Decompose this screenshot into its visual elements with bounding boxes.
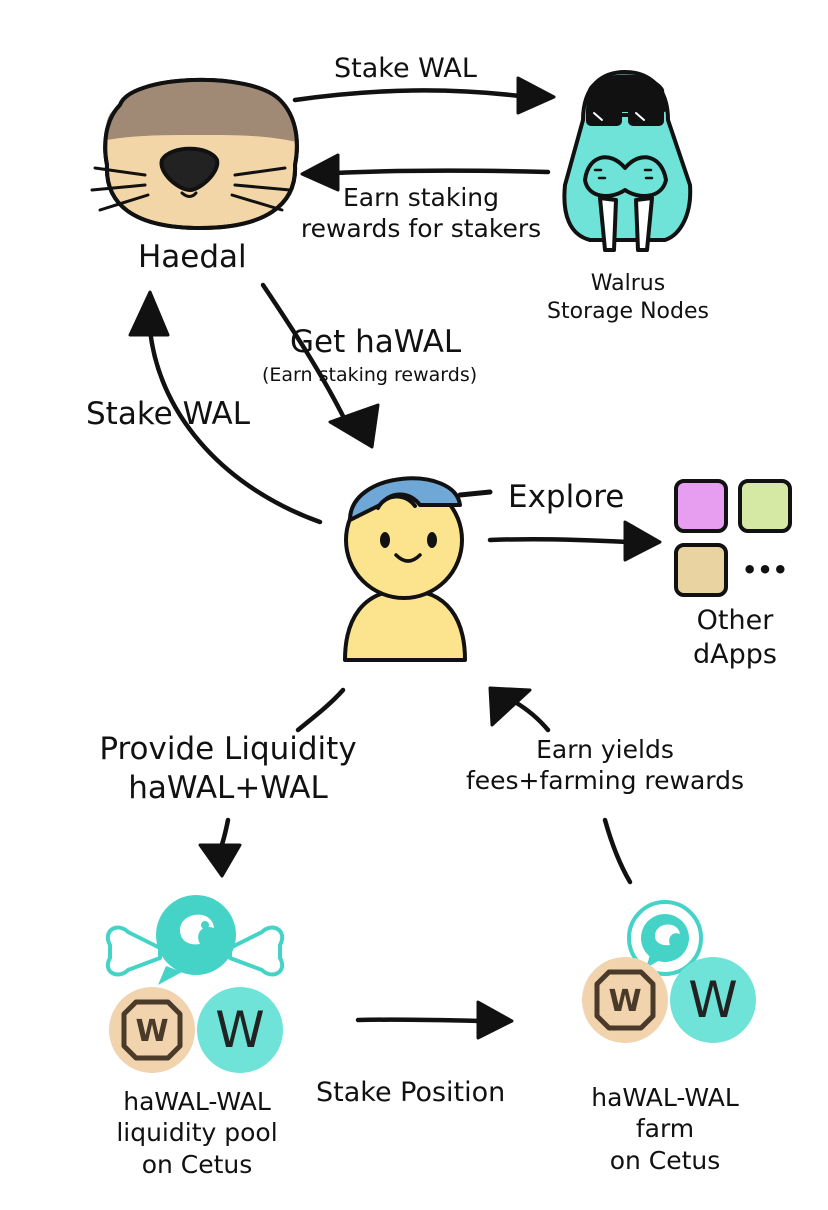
farm-label: haWAL-WAL farm on Cetus	[570, 1082, 760, 1176]
walrus-icon	[562, 70, 693, 252]
explore-label: Explore	[508, 479, 625, 515]
app-tiles-icon	[674, 479, 792, 597]
otter-icon	[90, 77, 299, 230]
earn-staking-line2: rewards for stakers	[300, 214, 542, 244]
stake-wal-top-label: Stake WAL	[334, 53, 477, 84]
arrow-haedal-to-walrus	[292, 88, 523, 103]
provide-line2: haWAL+WAL	[128, 769, 328, 806]
user-cap-icon	[343, 476, 493, 662]
more-dots: •••	[742, 556, 788, 584]
pool-label: haWAL-WAL liquidity pool on Cetus	[92, 1086, 302, 1180]
earn-yields-label: Earn yields fees+farming rewards	[440, 734, 770, 797]
arrowhead-to-pool	[198, 843, 242, 878]
farm-line1: haWAL-WAL	[591, 1083, 739, 1112]
pool-line3: on Cetus	[141, 1149, 253, 1179]
earn-staking-label: Earn staking rewards for stakers	[296, 182, 546, 245]
walrus-label: Walrus Storage Nodes	[528, 270, 728, 325]
walrus-line2: Storage Nodes	[547, 298, 709, 324]
arrow-user-to-haedal	[147, 327, 323, 525]
arrow-walrus-to-haedal	[332, 168, 551, 176]
arrow-farm-to-user-2	[512, 699, 551, 733]
earn-staking-line1: Earn staking	[342, 183, 500, 212]
provide-liquidity-label: Provide Liquidity haWAL+WAL	[78, 730, 378, 808]
pool-line1: haWAL-WAL	[123, 1087, 271, 1116]
wal-coin-farm	[670, 957, 756, 1043]
farm-line2: farm	[635, 1114, 695, 1144]
arrowhead-to-user-up	[488, 686, 532, 727]
arrowhead-to-haedal-up	[128, 290, 170, 337]
cetus-farm-icon	[627, 900, 703, 976]
arrowhead-to-dapps	[623, 520, 662, 562]
stake-wal-left-label: Stake WAL	[86, 396, 251, 432]
farm-line3: on Cetus	[609, 1145, 721, 1175]
arrow-pool-to-farm	[355, 1017, 483, 1024]
hawal-coin-farm	[582, 957, 668, 1043]
stake-position-label: Stake Position	[316, 1077, 506, 1108]
provide-line1: Provide Liquidity	[99, 731, 357, 767]
cetus-pool-icon	[106, 895, 284, 985]
arrow-haedal-to-user	[260, 282, 348, 423]
other-dapps-line1: Other	[696, 605, 774, 636]
wal-coin-pool	[197, 987, 283, 1073]
earn-yields-line1: Earn yields	[536, 735, 674, 764]
get-hawal-label: Get haWAL	[290, 324, 462, 360]
arrowhead-to-haedal	[300, 153, 340, 192]
earn-yields-line2: fees+farming rewards	[465, 766, 745, 796]
walrus-line1: Walrus	[590, 271, 666, 296]
arrowhead-to-walrus	[516, 76, 556, 115]
arrow-user-to-pool	[295, 687, 346, 733]
arrow-farm-to-user	[602, 817, 633, 885]
arrowhead-to-user	[328, 403, 380, 449]
other-dapps-label: Other dApps	[670, 604, 800, 672]
haedal-label: Haedal	[138, 239, 247, 275]
arrowhead-to-farm	[476, 1000, 514, 1040]
hawal-coin-pool	[109, 987, 195, 1073]
get-hawal-sub-label: (Earn staking rewards)	[262, 364, 478, 386]
other-dapps-line2: dApps	[693, 638, 777, 670]
pool-line2: liquidity pool	[116, 1118, 278, 1148]
arrow-user-to-dapps	[487, 536, 631, 545]
